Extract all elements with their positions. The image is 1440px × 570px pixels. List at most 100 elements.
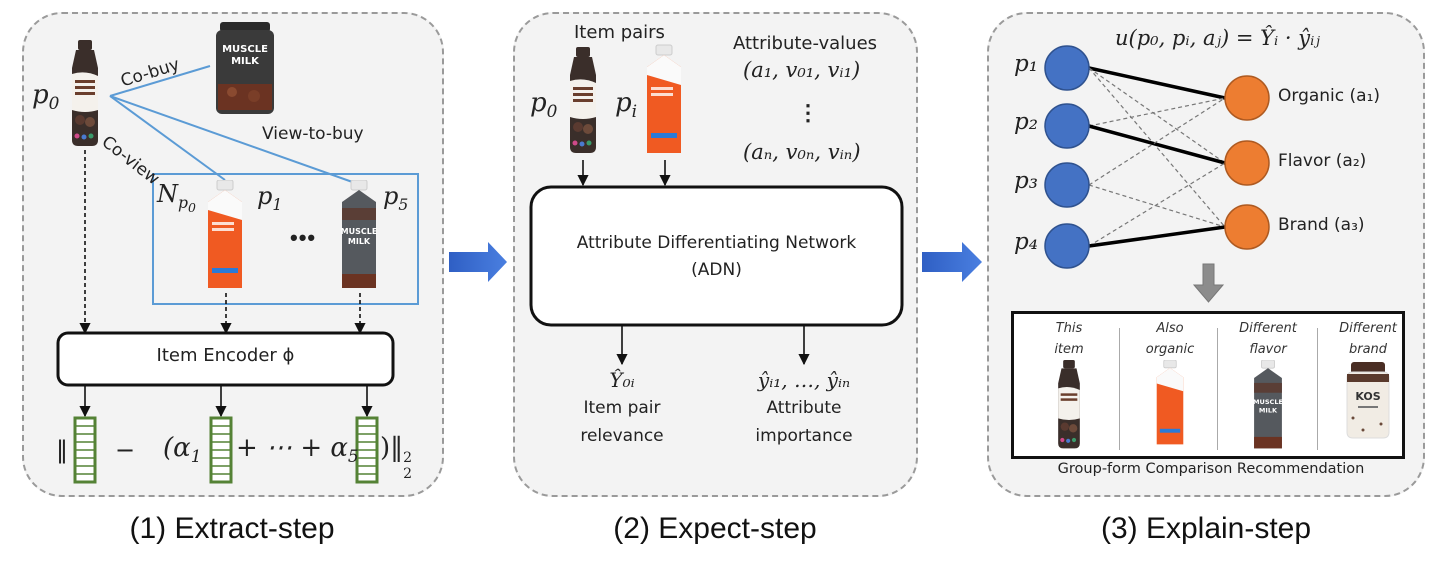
relation-lines xyxy=(109,65,359,185)
item-encoder-box xyxy=(56,331,395,387)
rec-col-also-organic: Also organic xyxy=(1122,318,1218,454)
rec-col-different-brand: Different brand KOS xyxy=(1320,318,1416,454)
adn-label-line1: Attribute Differentiating Network xyxy=(576,233,857,253)
item-pairs-label: Item pairs xyxy=(574,22,665,43)
graph-edge-dashed xyxy=(1088,97,1226,127)
view-to-buy-label: View-to-buy xyxy=(262,124,364,144)
view-to-buy-edge xyxy=(109,95,359,185)
close-norm-text: )‖ xyxy=(380,433,404,463)
rec-product-bulletproof xyxy=(1156,359,1184,445)
rec-col-0-line1: This xyxy=(1055,321,1083,336)
graph-edge-bold xyxy=(1088,225,1226,248)
attribute-node-label: Flavor (a₂) xyxy=(1278,151,1367,171)
item-node xyxy=(1044,162,1090,208)
attribute-vdots: ⋮ xyxy=(797,100,819,125)
flow-arrow-1-to-2 xyxy=(449,242,507,282)
p1-product-image xyxy=(204,179,246,290)
rec-separator xyxy=(1217,328,1218,450)
attribute-node xyxy=(1224,140,1270,186)
rec-col-different-flavor: Different flavor MUSCLE MILK xyxy=(1220,318,1316,454)
graph-edge-dashed xyxy=(1088,184,1226,228)
flow-arrow-2-to-3 xyxy=(922,242,982,282)
alpha1-subscript: 1 xyxy=(190,446,202,467)
item-node-label: p₂ xyxy=(1014,109,1038,135)
attribute-node-label: Brand (a₃) xyxy=(1278,215,1365,235)
p5-product-image: MUSCLE MILK xyxy=(338,179,380,290)
norm-sup: 2 xyxy=(403,450,413,466)
recommendation-box: This item Also organic Different flavor xyxy=(1011,311,1405,459)
co-buy-edge xyxy=(109,65,211,97)
svg-text:MILK: MILK xyxy=(1259,406,1278,414)
adn-label: Attribute Differentiating Network (ADN) xyxy=(531,230,902,284)
rec-col-2-line2: flavor xyxy=(1249,342,1287,357)
adn-box xyxy=(529,185,904,327)
muscle-milk-text: MUSCLE xyxy=(222,44,268,55)
adn-label-line2: (ADN) xyxy=(691,260,742,280)
p1-label: p1 xyxy=(257,182,283,214)
rec-col-1-line1: Also xyxy=(1156,321,1184,336)
svg-text:MILK: MILK xyxy=(231,56,260,67)
attribute-last: (aₙ, v₀ₙ, vᵢₙ) xyxy=(743,140,861,164)
rec-col-3-line2: brand xyxy=(1348,342,1388,357)
loss-alpha1: (α1 xyxy=(163,433,201,466)
neighbor-set-label: Np0 xyxy=(157,180,196,215)
rec-separator xyxy=(1119,328,1120,450)
p5-label: p5 xyxy=(383,182,409,214)
rec-product-muscle-milk: MUSCLE MILK xyxy=(1253,359,1283,449)
explain-step-caption: (3) Explain-step xyxy=(1100,512,1312,545)
alpha5-subscript: 5 xyxy=(347,446,359,467)
pair-p0-label: p0 xyxy=(530,88,558,122)
item-node xyxy=(1044,103,1090,149)
relevance-output: Ŷ₀ᵢ Item pair relevance xyxy=(572,368,672,450)
embedding-vectors xyxy=(73,416,379,484)
svg-text:MUSCLE: MUSCLE xyxy=(1253,398,1283,406)
co-view-edge xyxy=(109,95,226,181)
loss-open-norm: ‖ xyxy=(56,436,68,464)
extract-step-caption: (1) Extract-step xyxy=(129,512,335,545)
bipartite-graph xyxy=(1044,45,1270,269)
rec-col-0-line2: item xyxy=(1054,342,1084,357)
attribute-values-label: Attribute-values xyxy=(733,33,878,54)
item-node xyxy=(1044,45,1090,91)
graph-edge-bold xyxy=(1088,66,1226,100)
relevance-line1: Item pair xyxy=(583,398,661,418)
graph-edge-dashed xyxy=(1088,162,1226,247)
svg-text:KOS: KOS xyxy=(1355,390,1380,403)
relevance-symbol: Ŷ₀ᵢ xyxy=(609,368,635,392)
rec-col-2-line1: Different xyxy=(1239,321,1297,336)
p0-label: p0 xyxy=(32,80,60,114)
p0-product-image xyxy=(66,40,104,148)
item-node-label: p₄ xyxy=(1014,229,1038,255)
importance-output: ŷᵢ₁, …, ŷᵢₙ Attribute importance xyxy=(734,368,874,450)
result-down-arrow xyxy=(1192,263,1225,303)
attribute-node-label: Organic (a₁) xyxy=(1278,86,1381,106)
norm-sub: 2 xyxy=(403,466,413,482)
utility-formula: u(p₀, pᵢ, aⱼ) = Ŷᵢ · ŷᵢⱼ xyxy=(1115,26,1320,50)
item-encoder-label: Item Encoder ϕ xyxy=(156,345,295,366)
attribute-node xyxy=(1224,75,1270,121)
alpha1-text: (α xyxy=(163,433,191,463)
attribute-first: (a₁, v₀₁, vᵢ₁) xyxy=(743,58,861,82)
importance-line2: importance xyxy=(755,426,853,446)
svg-text:MUSCLE: MUSCLE xyxy=(341,227,378,236)
importance-line1: Attribute xyxy=(766,398,842,418)
attribute-node xyxy=(1224,204,1270,250)
graph-edge-bold xyxy=(1088,124,1226,165)
pair-pi-label: pi xyxy=(615,88,638,122)
item-node-label: p₁ xyxy=(1014,51,1038,77)
neighbors-ellipsis: ••• xyxy=(290,225,317,250)
alpha5-text: + ⋯ + α xyxy=(236,433,348,463)
co-buy-product-image: MUSCLE MILK xyxy=(214,22,276,114)
svg-text:MILK: MILK xyxy=(348,237,371,246)
pair-pi-product-image xyxy=(643,44,685,156)
recommendation-title: Group-form Comparison Recommendation xyxy=(1057,461,1365,477)
rec-col-this-item: This item xyxy=(1021,318,1117,454)
rec-col-3-line1: Different xyxy=(1339,321,1397,336)
importance-symbol: ŷᵢ₁, …, ŷᵢₙ xyxy=(757,368,851,392)
rec-product-kos: KOS xyxy=(1346,362,1390,439)
item-node xyxy=(1044,223,1090,269)
rec-col-1-line2: organic xyxy=(1145,342,1195,357)
neighbor-set-box xyxy=(152,173,419,305)
